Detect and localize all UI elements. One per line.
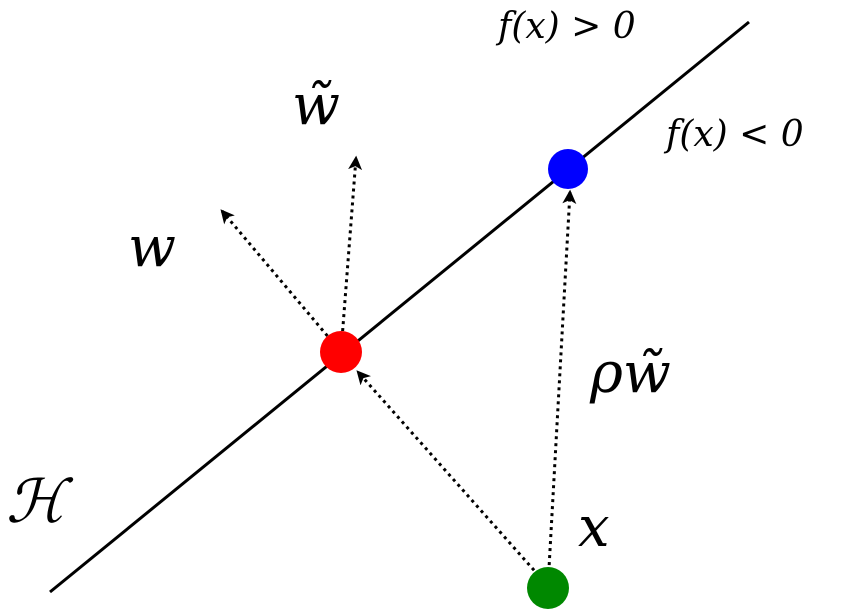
x-to-projection-arrow [356, 370, 550, 587]
hyperplane-label: ℋ [6, 467, 74, 537]
projection-point [320, 331, 362, 373]
x-label: x [578, 495, 610, 560]
target-point [548, 149, 588, 189]
w-tilde-label: w̃ [292, 73, 340, 138]
hyperplane-line [49, 20, 750, 594]
source-point [527, 567, 569, 609]
w-tilde-arrow [339, 155, 363, 353]
region-negative-label: f(x) < 0 [663, 114, 804, 155]
region-positive-label: f(x) > 0 [495, 6, 636, 47]
w-arrow [220, 209, 343, 353]
rho-w-tilde-arrow [546, 189, 577, 587]
rho-w-tilde-label: ρw̃ [589, 341, 671, 406]
w-label: w [128, 215, 176, 280]
